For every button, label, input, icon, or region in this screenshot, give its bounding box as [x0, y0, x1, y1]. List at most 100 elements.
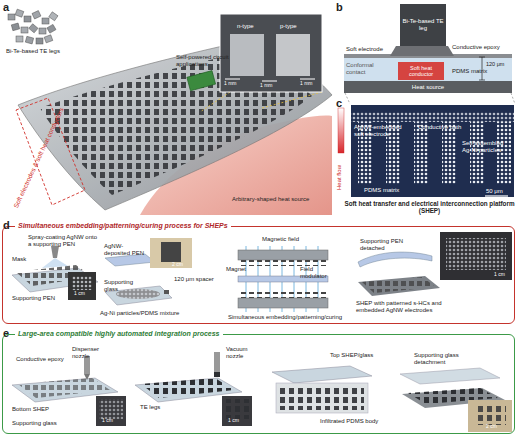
magnetic-curing-setup	[238, 250, 328, 260]
peeled-shep-step	[440, 232, 512, 280]
shep-micrograph	[485, 195, 508, 196]
callout-label: 1 cm	[102, 418, 113, 424]
shep-micrograph	[470, 122, 484, 184]
interface-cross-section	[479, 57, 485, 58]
shep-micrograph	[350, 104, 515, 198]
magnetic-curing-setup	[238, 292, 328, 298]
callout-label: Vacuum nozzle	[226, 346, 260, 359]
te-leg-placement-step	[214, 352, 220, 372]
box-text: Soft heat conductor	[398, 65, 444, 77]
mixture-casting-step	[161, 242, 181, 262]
callout-label: 1 mm	[300, 81, 313, 87]
shep-micrograph	[350, 112, 515, 122]
mixture-casting-step	[150, 238, 192, 268]
callout-label: Field modulator	[300, 266, 336, 279]
glass-detachment-step	[400, 368, 500, 384]
te-leg-placement-step	[225, 399, 249, 419]
te-leg-pile	[36, 38, 43, 44]
mixture-casting-step	[105, 254, 155, 266]
te-leg-pile	[49, 12, 58, 21]
magnetic-curing-setup	[238, 298, 328, 308]
pdms-infiltration-step	[272, 366, 372, 383]
callout-label: Soft electrode	[346, 46, 383, 53]
shep-micrograph	[414, 122, 428, 184]
shep-micrograph	[350, 104, 515, 198]
te-pair-inset-photo	[225, 79, 240, 80]
callout-label: SHEP with patterned s-HCs and embedded A…	[356, 300, 446, 313]
te-leg-pile	[39, 28, 46, 34]
spray-coating-step	[72, 276, 92, 290]
te-leg-placement-step	[135, 352, 252, 426]
peeled-shep-step	[362, 277, 435, 293]
te-leg-placement-step	[214, 372, 220, 377]
heat-flow-bar	[338, 108, 344, 153]
spray-coating-step	[42, 258, 68, 268]
te-leg-pile	[42, 18, 49, 24]
mixture-casting-step	[164, 290, 169, 294]
callout-label: n-type	[237, 23, 254, 30]
te-leg-pile	[47, 24, 56, 33]
pdms-infiltration-step	[280, 386, 364, 410]
te-leg-pile	[15, 9, 24, 17]
callout-label: AgNW-deposited PEN	[104, 243, 148, 256]
shep-micrograph	[442, 122, 456, 184]
pdms-infiltration-step	[272, 366, 372, 413]
peeled-shep-step	[358, 276, 440, 296]
circuit-board	[187, 71, 216, 91]
callout-label: Magnet	[226, 266, 246, 273]
callout-label: Supporting PEN	[12, 295, 55, 302]
magnetic-curing-setup	[238, 260, 328, 266]
callout-label: 1 cm	[228, 418, 239, 424]
te-leg-pile	[32, 11, 41, 19]
te-leg-block: Bi-Te-based TE leg	[400, 4, 446, 46]
panel-letter: e	[3, 327, 9, 339]
callout-label: 1 cm	[74, 291, 85, 297]
mixture-casting-step	[116, 289, 160, 299]
callout-label: PDMS matrix	[364, 187, 399, 194]
epoxy-dispensing-step	[96, 396, 126, 426]
epoxy-dispensing-step	[84, 356, 90, 374]
te-leg-pile	[29, 24, 38, 33]
callout-label: Supporting glass	[12, 420, 57, 427]
te-leg-placement-step	[222, 396, 252, 426]
callout-label: Mask	[12, 256, 26, 263]
te-leg-placement-step	[141, 378, 234, 398]
callout-label: AgNW-embedded soft electrode	[354, 124, 404, 137]
callout-label: Top SHEP/glass	[330, 352, 380, 359]
te-leg-pile	[24, 16, 31, 22]
epoxy-dispensing-step	[12, 356, 126, 426]
peeled-shep-step	[358, 232, 512, 296]
callout-label: Supporting PEN detached	[360, 238, 416, 251]
epoxy-dispensing-step	[18, 378, 110, 398]
interface-cross-section	[344, 56, 512, 81]
glass-detachment-step	[400, 368, 512, 432]
te-leg-pile	[16, 36, 23, 42]
panel-letter: d	[3, 219, 10, 231]
spray-coating-step	[12, 246, 98, 300]
interface-cross-section	[344, 46, 515, 104]
callout-label: Conductive path	[418, 124, 461, 131]
te-pair-inset-photo	[262, 92, 322, 108]
callout-label: Supporting glass detachment	[414, 352, 488, 365]
epoxy-dispensing-step	[99, 399, 123, 419]
callout-label: Supporting glass	[104, 279, 148, 292]
callout-label: Self-assembled Ag-Ni particles	[462, 140, 512, 153]
peeled-shep-step	[446, 238, 506, 270]
spray-coating-step	[68, 272, 96, 300]
mixture-casting-step	[105, 238, 192, 305]
interface-cross-section	[511, 93, 515, 104]
te-pair-inset-photo	[230, 34, 264, 76]
panel-letter: c	[336, 97, 342, 109]
pdms-infiltration-step	[276, 383, 368, 413]
callout-label: 1 cm	[494, 272, 505, 278]
interface-cross-section	[390, 46, 454, 56]
te-leg-pile	[21, 27, 28, 33]
callout-label: Soft electrodes & soft heat conductors	[12, 106, 65, 209]
callout-label: Spray-coating AgNW onto a supporting PEN	[28, 234, 102, 247]
callout-label: 2 cm	[486, 424, 497, 430]
callout-label: Bi-Te-based TE legs	[6, 48, 60, 55]
callout-label: Self-powered circuit applications	[176, 54, 238, 67]
callout-label: p-type	[280, 23, 297, 30]
te-leg-pile	[8, 9, 58, 44]
panel-heading: Simultaneous embedding/patterning/curing…	[15, 222, 231, 230]
